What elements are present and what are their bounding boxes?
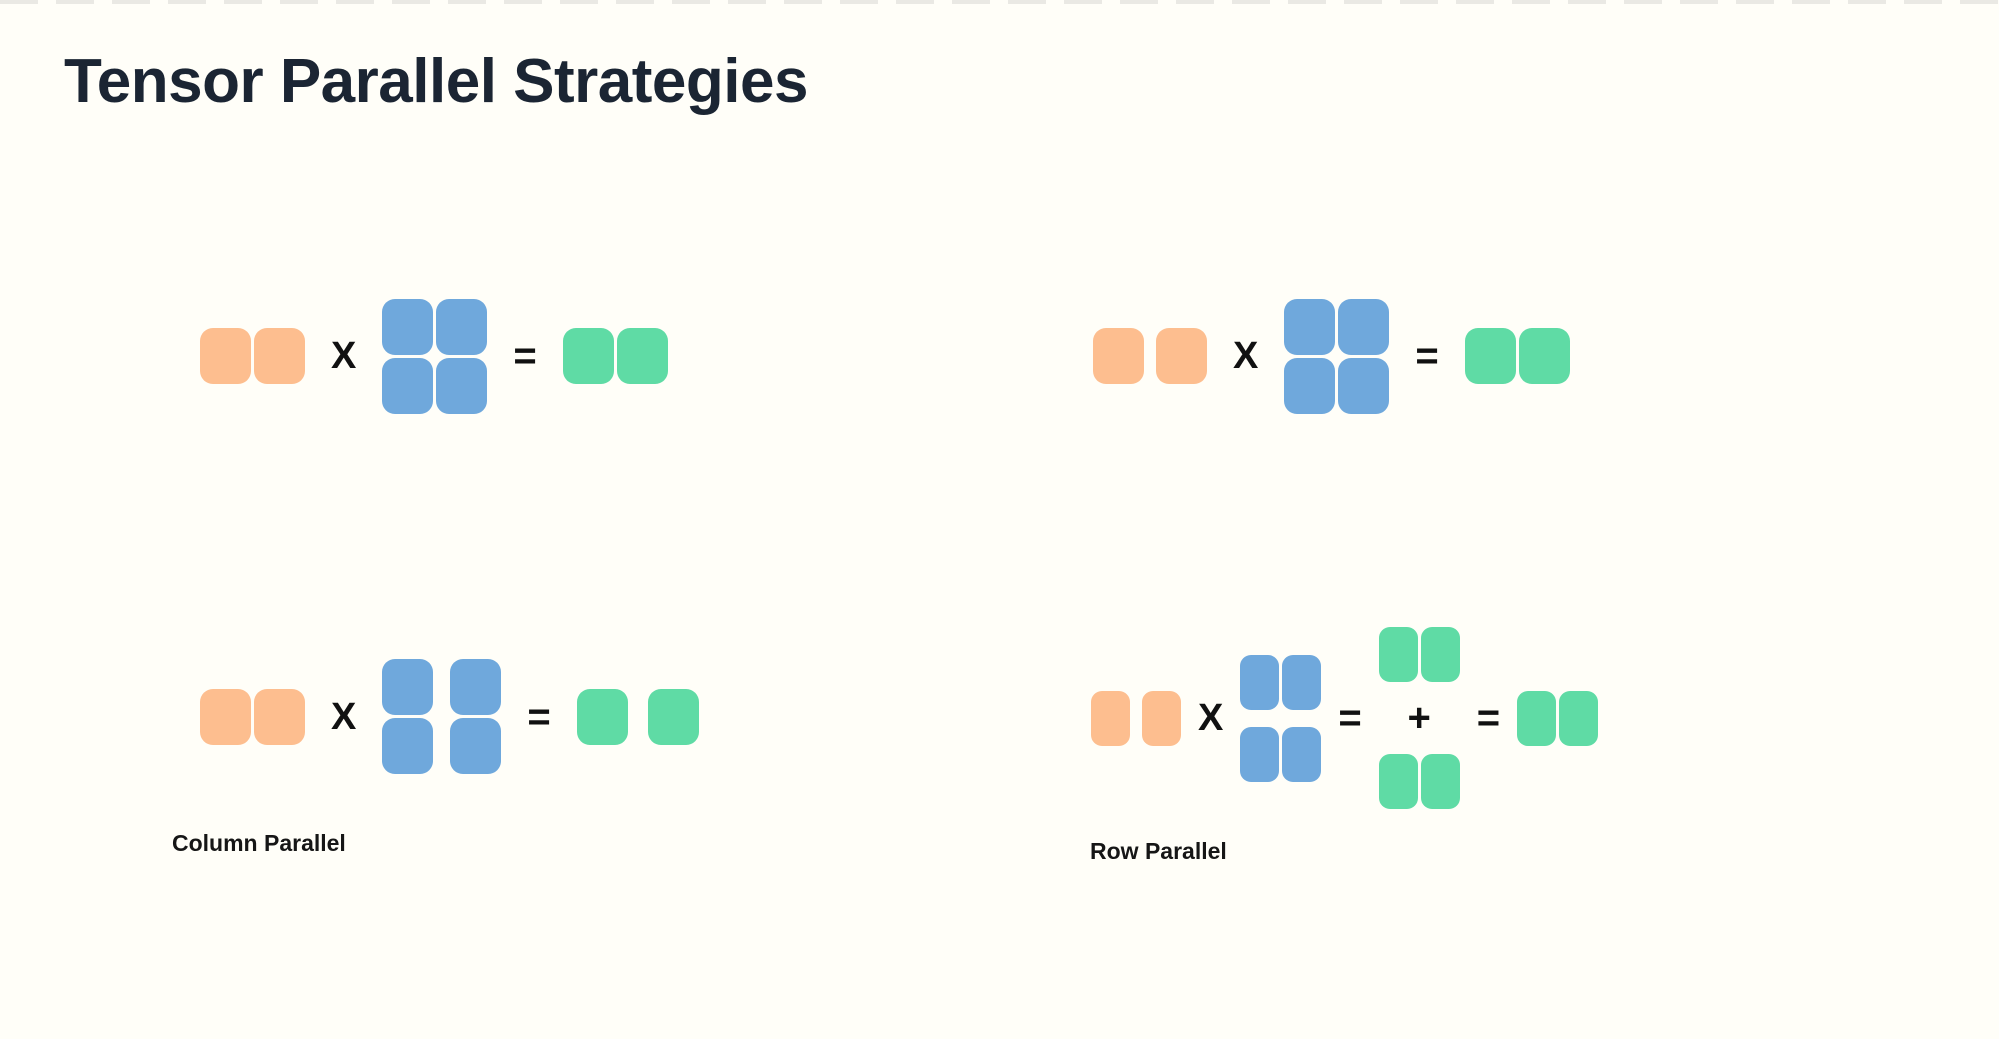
input-block bbox=[1142, 690, 1181, 746]
partial-output-top bbox=[1378, 627, 1460, 682]
weight-block bbox=[1282, 726, 1322, 782]
equals-operator: = bbox=[527, 694, 551, 739]
row-parallel-label: Row Parallel bbox=[1090, 838, 1227, 864]
multiply-operator: X bbox=[331, 335, 357, 377]
weight-block bbox=[382, 357, 434, 414]
diagram-top-right: X = bbox=[1093, 298, 1570, 414]
diagram-row-parallel: X = + = bbox=[1091, 620, 1599, 816]
output-block bbox=[647, 688, 699, 745]
input-block bbox=[254, 328, 305, 384]
input-block bbox=[1156, 328, 1207, 384]
input-matrix bbox=[200, 688, 305, 745]
input-block bbox=[200, 688, 251, 745]
input-matrix-sharded bbox=[1091, 690, 1181, 746]
weight-matrix bbox=[1284, 298, 1390, 414]
weight-block bbox=[1282, 654, 1322, 710]
weight-block bbox=[436, 298, 488, 355]
output-block bbox=[1559, 690, 1599, 746]
multiply-operator: X bbox=[1233, 335, 1259, 377]
output-block bbox=[1378, 754, 1418, 809]
input-matrix bbox=[200, 328, 305, 384]
weight-block bbox=[382, 659, 434, 715]
output-block bbox=[1420, 754, 1460, 809]
multiply-operator: X bbox=[1198, 697, 1224, 739]
output-matrix bbox=[1517, 690, 1599, 746]
output-block bbox=[1378, 627, 1418, 682]
top-dashed-border bbox=[0, 0, 1999, 4]
weight-block bbox=[382, 298, 434, 355]
weight-block bbox=[1240, 726, 1280, 782]
page-title: Tensor Parallel Strategies bbox=[64, 47, 808, 116]
input-block bbox=[1093, 328, 1144, 384]
output-block bbox=[576, 688, 628, 745]
input-block bbox=[200, 328, 251, 384]
multiply-operator: X bbox=[331, 695, 357, 738]
equals-operator: = bbox=[1338, 696, 1362, 740]
weight-block bbox=[1284, 298, 1336, 355]
partial-sum-stack: + bbox=[1378, 627, 1460, 809]
output-block bbox=[1420, 627, 1460, 682]
output-block bbox=[1464, 328, 1516, 384]
equals-operator: = bbox=[1415, 334, 1439, 378]
column-parallel-label: Column Parallel bbox=[172, 830, 346, 856]
weight-matrix-row-split bbox=[1240, 654, 1322, 782]
weight-block bbox=[1240, 654, 1280, 710]
output-block bbox=[616, 328, 668, 384]
output-matrix bbox=[1464, 328, 1570, 384]
equals-operator: = bbox=[513, 334, 537, 378]
weight-block bbox=[1284, 357, 1336, 414]
output-block bbox=[1517, 690, 1557, 746]
weight-matrix-column-split bbox=[382, 659, 502, 774]
diagram-column-parallel: X = bbox=[200, 659, 699, 774]
weight-block bbox=[1338, 298, 1390, 355]
weight-block bbox=[382, 718, 434, 774]
input-block bbox=[1091, 690, 1130, 746]
equals-operator: = bbox=[1476, 696, 1501, 740]
output-matrix-sharded bbox=[576, 688, 699, 745]
diagram-top-left: X = bbox=[200, 298, 668, 414]
weight-block bbox=[436, 357, 488, 414]
weight-block bbox=[1338, 357, 1390, 414]
input-block bbox=[254, 688, 305, 745]
partial-output-bottom bbox=[1378, 754, 1460, 809]
weight-block bbox=[450, 718, 502, 774]
plus-operator: + bbox=[1407, 696, 1431, 740]
weight-matrix bbox=[382, 298, 488, 414]
output-block bbox=[562, 328, 614, 384]
weight-block bbox=[450, 659, 502, 715]
output-matrix bbox=[562, 328, 668, 384]
output-block bbox=[1518, 328, 1570, 384]
input-matrix-sharded bbox=[1093, 328, 1207, 384]
